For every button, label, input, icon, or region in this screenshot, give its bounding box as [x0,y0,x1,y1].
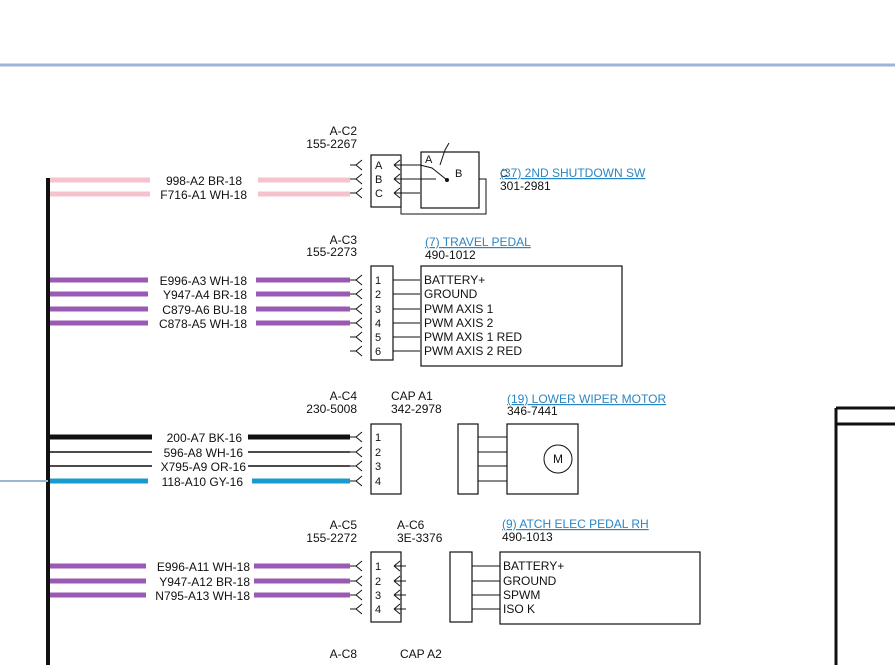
c2-pin-a: A [375,160,383,172]
c3-component-body [420,265,623,367]
c5-signal-1: BATTERY+ [503,559,564,573]
c4-mate-plug [457,423,479,495]
c4-pin-1: 1 [375,432,381,444]
c2-conn-part: 155-2267 [306,137,357,151]
c3-connector-body [370,265,394,361]
c3-pin-5: 5 [375,332,381,344]
c3-pin-2: 2 [375,289,381,301]
c2-wire-1-label: 998-A2 BR-18 [166,174,242,188]
c8-conn-name: A-C8 [330,647,358,661]
c2-switch-pin-a: A [425,154,433,166]
c5-pin-3: 3 [375,590,381,602]
right-partial-component [834,406,895,665]
c3-pin-1: 1 [375,275,381,287]
motor-icon [543,444,573,474]
c4-pin-4: 4 [375,476,381,488]
c4-pin-3: 3 [375,461,381,473]
c3-pin-6: 6 [375,346,381,358]
c5-signal-2: GROUND [503,574,557,588]
c5-wire-2-label: Y947-A12 BR-18 [159,575,250,589]
c5-component-part: 490-1013 [502,530,553,544]
c2-component-part: 301-2981 [500,179,551,193]
c5-signal-4: ISO K [503,602,535,616]
connector-group-c5: A-C5 155-2272 A-C6 3E-3376 (9) ATCH ELEC… [50,517,701,625]
c8-cap-name: CAP A2 [400,647,442,661]
c3-component-part: 490-1012 [425,248,476,262]
c2-pin-c: C [375,188,383,200]
c3-pin-3: 3 [375,304,381,316]
c5-signal-3: SPWM [503,588,540,602]
c2-pin-b: B [375,174,382,186]
c2-switch-body [420,151,480,209]
c2-wire-2-label: F716-A1 WH-18 [160,188,247,202]
c4-wire-3-label: X795-A9 OR-16 [161,460,247,474]
c4-conn-part: 230-5008 [306,402,357,416]
c3-wire-4-label: C878-A5 WH-18 [159,317,247,331]
connector-group-c8: A-C8 CAP A2 [330,647,442,661]
c4-pin-2: 2 [375,447,381,459]
connector-group-c3: A-C3 155-2273 (7) TRAVEL PEDAL 490-1012 … [50,233,623,367]
c3-signal-3: PWM AXIS 1 [424,302,494,316]
c4-component-part: 346-7441 [507,404,558,418]
c3-signal-4: PWM AXIS 2 [424,316,494,330]
c5-mate-plug [449,551,473,623]
c4-wire-1-label: 200-A7 BK-16 [167,431,243,445]
c4-cap-part: 342-2978 [391,402,442,416]
c2-component-link[interactable]: (37) 2ND SHUTDOWN SW [500,166,646,180]
c4-motor-label: M [553,452,563,466]
c3-signal-6: PWM AXIS 2 RED [424,344,522,358]
connector-group-c4: A-C4 230-5008 CAP A1 342-2978 (19) LOWER… [50,389,666,495]
c3-wire-3-label: C879-A6 BU-18 [162,303,247,317]
c5-pin-2: 2 [375,576,381,588]
c3-signal-1: BATTERY+ [424,273,485,287]
c4-wire-4-label: 118-A10 GY-16 [162,475,244,489]
c4-wire-2-label: 596-A8 WH-16 [164,446,244,460]
c3-conn-part: 155-2273 [306,245,357,259]
c4-component-link[interactable]: (19) LOWER WIPER MOTOR [507,392,666,406]
c5-wire-1-label: E996-A11 WH-18 [157,560,250,574]
c5-pin-4: 4 [375,604,381,616]
c3-conn-name: A-C3 [330,233,358,247]
c3-wire-2-label: Y947-A4 BR-18 [163,288,247,302]
c5-mate-part: 3E-3376 [397,531,443,545]
c3-wire-1-label: E996-A3 WH-18 [160,274,248,288]
c3-component-link[interactable]: (7) TRAVEL PEDAL [425,235,531,249]
c2-switch-pin-b: B [455,168,462,180]
c5-component-link[interactable]: (9) ATCH ELEC PEDAL RH [502,517,649,531]
connector-group-c2: A-C2 155-2267 998-A2 BR-18 F716-A1 WH-18… [50,124,646,215]
c3-signal-2: GROUND [424,287,478,301]
c2-switch-pin-c: C [500,168,508,180]
c5-conn-name: A-C5 [330,518,358,532]
c5-pin-1: 1 [375,561,381,573]
c2-conn-name: A-C2 [330,124,358,138]
c3-signal-5: PWM AXIS 1 RED [424,330,522,344]
c5-wire-3-label: N795-A13 WH-18 [155,589,250,603]
c5-conn-part: 155-2272 [306,531,357,545]
c5-component-body [499,551,701,625]
c3-pin-4: 4 [375,318,381,330]
c4-cap-name: CAP A1 [391,389,433,403]
c4-motor-body [506,423,579,495]
c4-conn-name: A-C4 [330,389,358,403]
c5-mate-name: A-C6 [397,518,425,532]
